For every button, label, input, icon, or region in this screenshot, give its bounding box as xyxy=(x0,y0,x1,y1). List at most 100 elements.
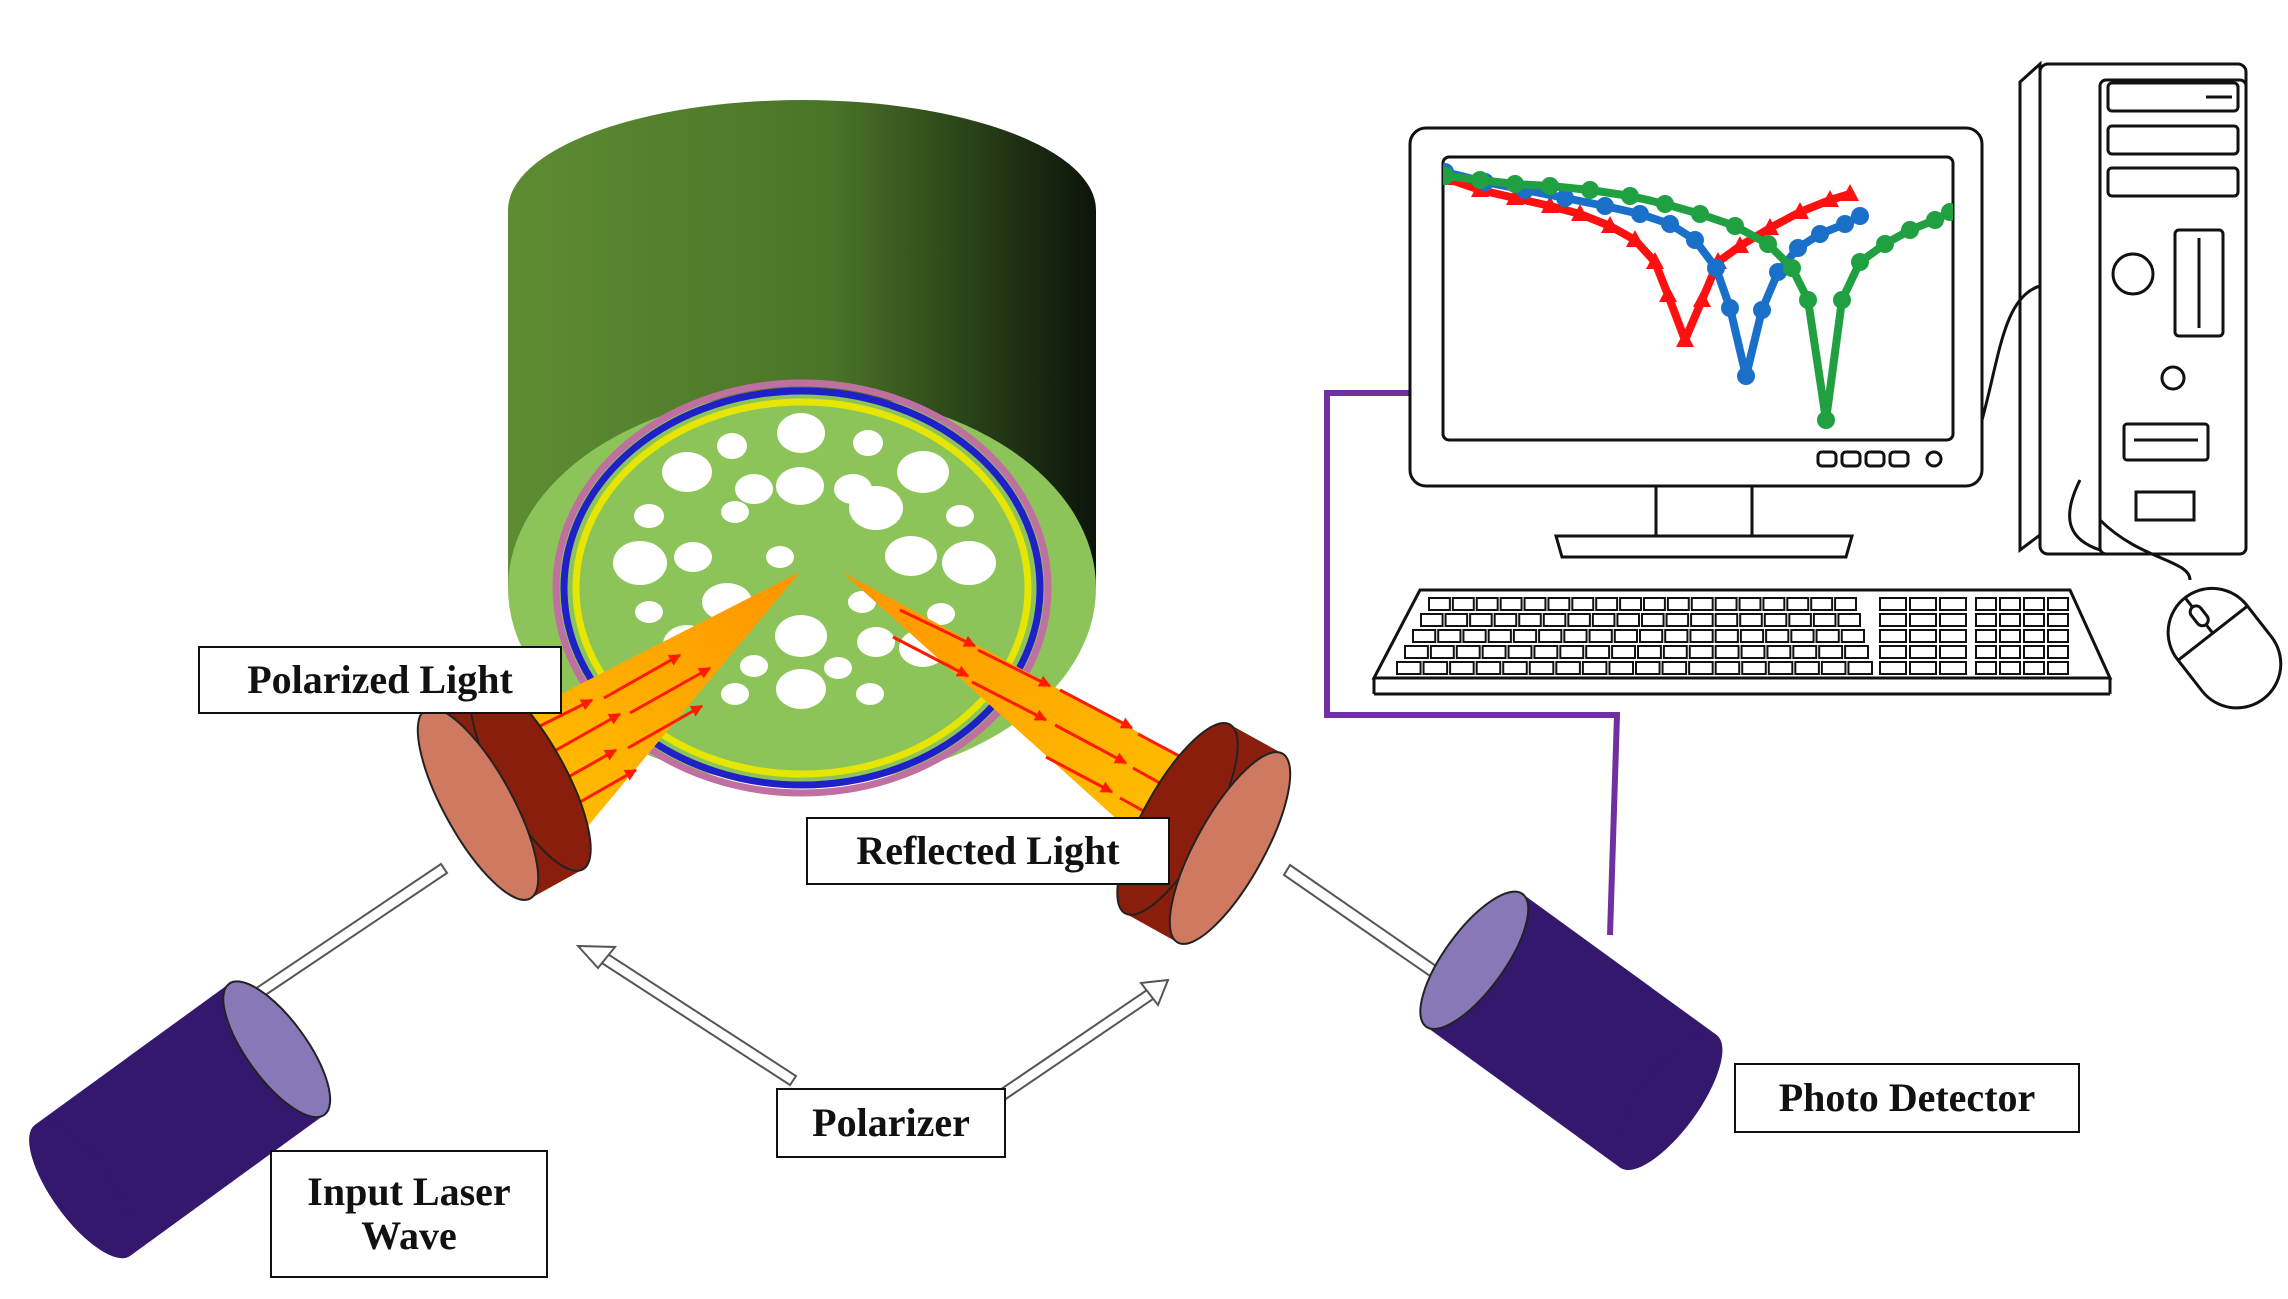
keyboard-key xyxy=(1714,597,1738,611)
keyboard-key xyxy=(1666,597,1690,611)
keyboard-key xyxy=(1469,613,1493,627)
keyboard-key xyxy=(1765,629,1790,643)
input-laser-label: Input Laser Wave xyxy=(270,1150,548,1278)
keyboard-key xyxy=(1455,645,1481,659)
keyboard-key xyxy=(1616,613,1641,627)
keyboard-key xyxy=(1619,597,1642,611)
mouse xyxy=(2166,586,2283,710)
photo-detector-label: Photo Detector xyxy=(1734,1063,2080,1133)
spectrum-curve-blue-marker xyxy=(1836,215,1854,233)
keypad-key xyxy=(2047,613,2069,627)
keyboard-key xyxy=(1595,597,1619,611)
keypad-key xyxy=(2023,613,2045,627)
spectrum-curve-blue-marker xyxy=(1721,299,1739,317)
keyboard-key xyxy=(1571,597,1595,611)
spectrum-curve-green-marker xyxy=(1726,217,1744,235)
spectrum-curve-blue-marker xyxy=(1753,301,1771,319)
keyboard-key xyxy=(1766,645,1792,659)
keyboard-key xyxy=(1475,597,1499,611)
photo-detector-text: Photo Detector xyxy=(1778,1075,2036,1120)
spectrum-curve-red-marker xyxy=(1601,216,1619,233)
spectrum-curve-green-marker xyxy=(1799,291,1817,309)
keyboard-key xyxy=(1462,629,1487,643)
spectrum-curve-blue-marker xyxy=(1737,367,1755,385)
spectrum-curve-red-marker xyxy=(1761,218,1779,235)
keyboard-key xyxy=(1688,645,1714,659)
spectrum-curve-red-marker xyxy=(1841,184,1859,201)
keyboard-key xyxy=(1739,613,1763,627)
polarized-light-label: Polarized Light xyxy=(198,646,562,714)
spectrum-curve-blue-marker xyxy=(1707,259,1725,277)
white-arrows xyxy=(250,862,1482,1109)
keyboard-key xyxy=(1581,661,1608,675)
polarizer-pointer-left xyxy=(592,947,798,1087)
keyboard-key xyxy=(1559,645,1585,659)
detector-path-arrow xyxy=(1282,863,1451,987)
keyboard-key xyxy=(1533,645,1559,659)
keyboard-key xyxy=(1812,613,1837,627)
keyboard-key xyxy=(1507,645,1533,659)
keyboard-key xyxy=(1834,597,1857,611)
nav-key xyxy=(1939,597,1967,611)
keyboard-key xyxy=(1613,629,1639,643)
keyboard-key xyxy=(1404,645,1429,659)
keyboard-key xyxy=(1444,613,1469,627)
keypad-key xyxy=(1999,661,2021,675)
keyboard-key xyxy=(1820,661,1847,675)
input-laser-text-line1: Input Laser xyxy=(307,1169,511,1214)
keypad-key xyxy=(1999,613,2021,627)
reflected-light-text: Reflected Light xyxy=(856,828,1120,873)
keyboard xyxy=(1371,588,2113,696)
keyboard-key xyxy=(1714,645,1740,659)
keyboard-key xyxy=(1451,597,1475,611)
spectrum-curve-green-marker xyxy=(1759,235,1777,253)
keyboard-key xyxy=(1608,661,1635,675)
keyboard-key xyxy=(1689,629,1714,643)
keypad-key xyxy=(1975,645,1997,659)
spectrum-curve-blue-marker xyxy=(1556,189,1574,207)
spectrum-curve-green-marker xyxy=(1851,253,1869,271)
keypad-key xyxy=(2023,629,2045,643)
keyboard-key xyxy=(1422,661,1449,675)
spectrum-curve-red-marker xyxy=(1821,190,1839,207)
spectrum-curve-red-marker xyxy=(1626,230,1644,247)
fiber-metal-ring xyxy=(560,387,1044,789)
keyboard-key xyxy=(1563,629,1588,643)
spectrum-curve-blue-marker xyxy=(1769,263,1787,281)
spectrum-curve-green-marker xyxy=(1443,167,1454,185)
keyboard-key xyxy=(1690,597,1714,611)
keyboard-key xyxy=(1487,629,1512,643)
nav-key xyxy=(1939,613,1967,627)
keyboard-key xyxy=(1714,661,1741,675)
keyboard-key xyxy=(1664,629,1689,643)
spectrum-curve-red-marker xyxy=(1659,285,1677,302)
keyboard-key xyxy=(1739,629,1765,643)
reflected-light-label: Reflected Light xyxy=(806,817,1170,885)
keyboard-key xyxy=(1738,597,1762,611)
keyboard-key xyxy=(1538,629,1563,643)
keypad-key xyxy=(1999,597,2021,611)
keyboard-key xyxy=(1847,661,1874,675)
keyboard-key xyxy=(1740,645,1766,659)
polarizer-label: Polarizer xyxy=(776,1088,1006,1158)
keyboard-key xyxy=(1555,661,1581,675)
keyboard-key xyxy=(1585,645,1611,659)
keyboard-key xyxy=(1714,629,1739,643)
nav-key xyxy=(1909,613,1937,627)
keypad-key xyxy=(2023,645,2045,659)
keyboard-key xyxy=(1690,613,1714,627)
keyboard-key xyxy=(1502,661,1528,675)
keyboard-key xyxy=(1786,597,1810,611)
keyboard-key xyxy=(1714,613,1739,627)
keyboard-key xyxy=(1475,661,1502,675)
spectrum-curve-green-marker xyxy=(1941,203,1953,221)
keypad-key xyxy=(2047,661,2069,675)
nav-key xyxy=(1909,645,1937,659)
keypad-key xyxy=(2023,661,2045,675)
nav-key xyxy=(1879,629,1907,643)
spectrum-curve-green-marker xyxy=(1471,171,1489,189)
nav-key xyxy=(1939,661,1967,675)
keypad-key xyxy=(1975,629,1997,643)
keyboard-key xyxy=(1767,661,1794,675)
keyboard-key xyxy=(1499,597,1523,611)
